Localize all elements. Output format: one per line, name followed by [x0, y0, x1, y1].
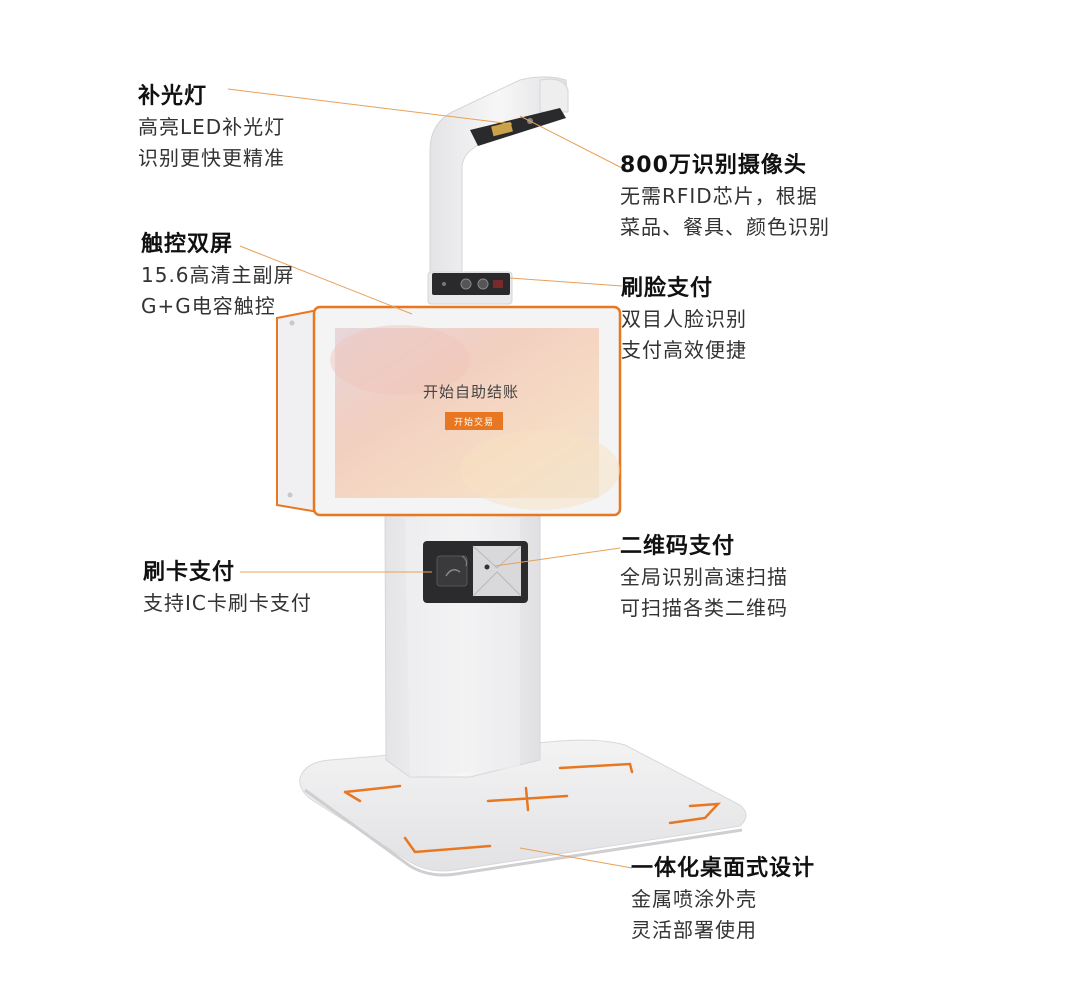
- feature-camera: 800万识别摄像头 无需RFID芯片，根据 菜品、餐具、颜色识别: [620, 151, 830, 243]
- feature-title: 补光灯: [138, 84, 208, 109]
- feature-line: 可扫描各类二维码: [620, 596, 788, 620]
- payment-panel: [423, 541, 528, 603]
- feature-face-pay: 刷脸支付 双目人脸识别 支付高效便捷: [621, 274, 747, 366]
- feature-dual-screen: 触控双屏 15.6高清主副屏 G+G电容触控: [141, 230, 295, 322]
- feature-line: 菜品、餐具、颜色识别: [620, 215, 830, 239]
- face-camera-bar: [427, 271, 513, 305]
- secondary-screen: [276, 308, 319, 514]
- feature-line: 支持IC卡刷卡支付: [143, 591, 312, 615]
- camera-arm: [429, 76, 569, 273]
- feature-line: 双目人脸识别: [621, 307, 747, 331]
- feature-title: 刷卡支付: [143, 560, 236, 585]
- feature-title: 二维码支付: [620, 534, 736, 559]
- card-reader-icon: [436, 555, 468, 587]
- main-screen: [312, 305, 622, 517]
- feature-line: 支付高效便捷: [621, 338, 747, 362]
- feature-line: 高亮LED补光灯: [138, 115, 286, 139]
- feature-fill-light: 补光灯 高亮LED补光灯 识别更快更精准: [138, 82, 285, 174]
- feature-title: 触控双屏: [141, 232, 234, 257]
- feature-desktop-design: 一体化桌面式设计 金属喷涂外壳 灵活部署使用: [631, 854, 815, 946]
- feature-title: 刷脸支付: [621, 276, 714, 301]
- callout-lines: [227, 88, 633, 869]
- feature-line: 无需RFID芯片，根据: [620, 184, 818, 208]
- feature-line: 全局识别高速扫描: [620, 565, 788, 589]
- screen-title: 开始自助结账: [423, 383, 520, 401]
- qr-scanner-icon: [472, 545, 522, 597]
- start-transaction-button[interactable]: 开始交易: [445, 412, 503, 430]
- feature-line: 识别更快更精准: [138, 146, 285, 170]
- feature-qr-pay: 二维码支付 全局识别高速扫描 可扫描各类二维码: [620, 532, 788, 624]
- feature-line: 金属喷涂外壳: [631, 887, 757, 911]
- feature-title: 800万识别摄像头: [620, 153, 807, 178]
- feature-line: 灵活部署使用: [631, 918, 757, 942]
- feature-line: G+G电容触控: [141, 294, 276, 318]
- feature-card-pay: 刷卡支付 支持IC卡刷卡支付: [143, 558, 312, 619]
- feature-title: 一体化桌面式设计: [631, 856, 816, 881]
- feature-line: 15.6高清主副屏: [141, 263, 295, 287]
